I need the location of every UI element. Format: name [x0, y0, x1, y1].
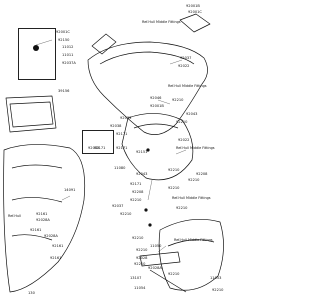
ref-note: Ref.Hull [8, 214, 21, 218]
storage-bin-inner [9, 101, 54, 128]
part-label: 14091 [64, 188, 76, 192]
part-label: 92171 [116, 146, 128, 150]
hardware-bolt [144, 208, 148, 212]
part-label: 92037 [112, 204, 124, 208]
part-label: 92028A [148, 266, 162, 270]
part-label: 92037A [62, 61, 76, 65]
part-label: 11054 [134, 286, 146, 290]
bracket-box-bottom [82, 130, 114, 154]
part-label: 92033 [120, 116, 132, 120]
part-label: 92161 [52, 244, 64, 248]
part-label: 11011 [62, 53, 74, 57]
part-label: 92210 [132, 236, 144, 240]
part-label: 92210 [168, 168, 180, 172]
hardware-bolt [148, 223, 152, 227]
storage-bin-outline [5, 95, 57, 133]
part-label: 92208 [132, 190, 144, 194]
leader-line [61, 195, 71, 201]
part-label: 92150 [58, 38, 70, 42]
part-label: 13107 [130, 276, 142, 280]
side-panel-line-3 [11, 234, 53, 241]
side-panel-line-2 [11, 197, 63, 203]
ref-note: Ref.Hull Middle Fittings [142, 20, 181, 24]
hull-center-outline [121, 113, 194, 181]
part-label: 92210 [134, 262, 146, 266]
part-label: 92210 [168, 272, 180, 276]
part-label: 92210 [136, 248, 148, 252]
ref-note: Ref.Hull Middle Fittings [172, 196, 211, 200]
leader-line [147, 179, 153, 201]
part-label: 11050 [150, 244, 162, 248]
part-label: 92210 [212, 288, 224, 292]
side-panel-line-1 [11, 164, 63, 169]
part-label: 92022 [178, 64, 190, 68]
part-label: 92210 [176, 206, 188, 210]
part-label: 92001B [150, 104, 164, 108]
part-label: 92001C [56, 30, 70, 34]
part-label: 92038 [110, 124, 122, 128]
part-label: 92151 [136, 150, 148, 154]
part-label: 92046 [150, 96, 162, 100]
ref-note: Ref.Hull Middle Fittings [174, 238, 213, 242]
part-label: 92210 [130, 198, 142, 202]
leader-line [169, 59, 183, 65]
part-label: 92043 [186, 112, 198, 116]
bracket-box-top [18, 28, 56, 80]
leader-line [157, 245, 167, 253]
part-label: 92001C [188, 10, 202, 14]
part-label: 92171 [94, 146, 106, 150]
part-label: 92161 [30, 228, 42, 232]
part-label: 92161 [36, 212, 48, 216]
part-label: 92022 [178, 138, 190, 142]
hardware-bolt [146, 148, 150, 152]
part-label: 39156 [58, 89, 70, 93]
part-label: 92210 [120, 212, 132, 216]
part-label: 92001B [186, 4, 200, 8]
hatch-cover-ridge [99, 51, 195, 65]
leader-line [35, 39, 53, 46]
part-label: 92028A [44, 234, 58, 238]
part-label: 92161 [50, 256, 62, 260]
part-label: 11053 [210, 276, 222, 280]
part-label: 92028A [36, 218, 50, 222]
part-label: 92210 [172, 98, 184, 102]
part-label: 92033 [88, 146, 100, 150]
cover-vent-left [91, 33, 117, 55]
part-label: 11012 [62, 45, 74, 49]
part-label: 92043 [136, 172, 148, 176]
part-label: 92210 [168, 186, 180, 190]
part-label: 92028 [136, 256, 148, 260]
leader-line [175, 149, 187, 155]
part-label: 92037 [180, 56, 192, 60]
ref-note: Ref.Hull Middle Fittings [176, 146, 215, 150]
parts-diagram [3, 13, 224, 293]
part-label: 92171 [130, 182, 142, 186]
part-label: 92210 [176, 120, 188, 124]
bracket-rod [149, 269, 187, 293]
part-label: 92171 [116, 132, 128, 136]
part-label: 130 [28, 291, 35, 295]
leader-line [157, 99, 171, 105]
side-hull-panel-outline [3, 144, 86, 293]
part-label: 92208 [196, 172, 208, 176]
part-label: 11080 [114, 166, 126, 170]
ref-note: Ref.Hull Middle Fittings [168, 84, 207, 88]
hatch-cover-outline [87, 41, 208, 135]
bracket-plate [139, 251, 181, 267]
cover-vent-right [179, 13, 211, 33]
hull-center-lip [133, 123, 179, 129]
rear-hull-line [167, 239, 215, 247]
filler-cap [33, 45, 39, 51]
rear-hull-outline [158, 219, 224, 291]
part-label: 92210 [188, 178, 200, 182]
